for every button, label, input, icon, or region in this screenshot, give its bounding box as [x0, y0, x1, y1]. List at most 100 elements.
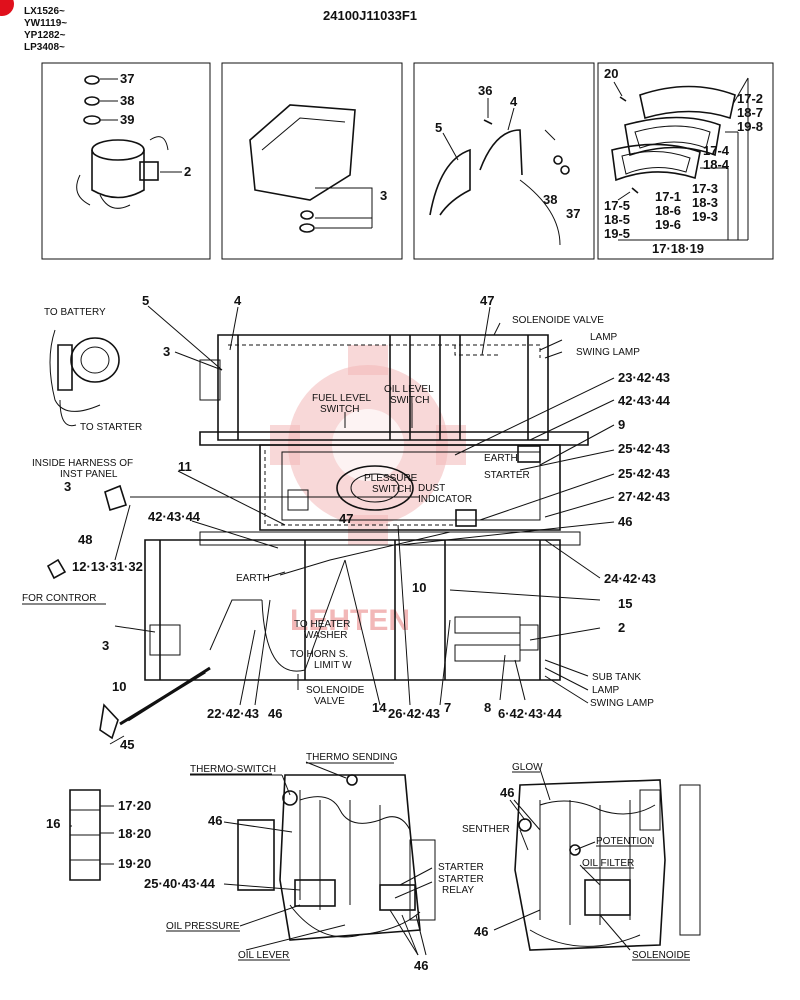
label-8: 8 [484, 700, 491, 715]
to-horn-label-2: LIMIT W [314, 660, 352, 671]
oil-lever-label: OIL LEVER [238, 950, 289, 961]
label-39-p1: 39 [120, 112, 134, 127]
plessure-switch-label-1: PLESSURE [364, 473, 418, 484]
label-10a-main: 10 [412, 580, 426, 595]
engine-right-drawing [514, 779, 701, 951]
glow-label: GLOW [512, 762, 543, 773]
label-42-43-44a: 42·43·44 [618, 393, 671, 408]
label-3b-main: 3 [64, 479, 71, 494]
to-starter-label: TO STARTER [80, 422, 142, 433]
label-4-p3: 4 [510, 94, 518, 109]
label-10b-main: 10 [112, 679, 126, 694]
label-23-42-43: 23·42·43 [618, 370, 670, 385]
panel-4-frame [597, 62, 774, 260]
label-4-main: 4 [234, 293, 242, 308]
label-19-3: 19-3 [692, 209, 718, 224]
fuel-level-switch-label-1: FUEL LEVEL [312, 393, 372, 404]
starter-label: STARTER [438, 862, 484, 873]
label-46-bottom-a: 46 [208, 813, 222, 828]
sub-tank-label: SUB TANK [592, 672, 641, 683]
label-38-p3: 38 [543, 192, 557, 207]
label-3a-main: 3 [163, 344, 170, 359]
senther-label: SENTHER [462, 824, 510, 835]
label-47b-main: 47 [339, 511, 353, 526]
potention-label: POTENTION [596, 836, 654, 847]
label-46-bottom-d: 46 [474, 924, 488, 939]
label-25-42-43a: 25·42·43 [618, 441, 670, 456]
solenoide-valve-bottom-label-1: SOLENOIDE [306, 685, 365, 696]
model-4: LP3408~ [24, 42, 65, 53]
label-17-4: 17-4 [703, 143, 730, 158]
part-number: 24100J11033F1 [323, 8, 417, 23]
to-horn-label-1: TO HORN S. [290, 649, 348, 660]
label-16: 16 [46, 816, 60, 831]
panel-1-frame [41, 62, 211, 260]
battery-relay-drawing [49, 329, 120, 427]
label-18-3: 18-3 [692, 195, 718, 210]
solenoide-valve-top-label: SOLENOIDE VALVE [512, 315, 604, 326]
label-25-40-43-44: 25·40·43·44 [144, 876, 216, 891]
label-15: 15 [618, 596, 632, 611]
dust-indicator-label-2: INDICATOR [418, 494, 472, 505]
lamp-exploded-drawing [611, 85, 736, 194]
label-46b-main: 46 [268, 706, 282, 721]
label-2-p1: 2 [184, 164, 191, 179]
starter-relay-label-2: RELAY [442, 885, 474, 896]
inst-panel-label: INST PANEL [60, 469, 118, 480]
label-37-p1: 37 [120, 71, 134, 86]
thermo-switch-label: THERMO-SWITCH [190, 764, 276, 775]
label-5-p3: 5 [435, 120, 442, 135]
label-17-3: 17-3 [692, 181, 718, 196]
lamp-bottom-label: LAMP [592, 685, 620, 696]
corner-mark [0, 0, 14, 16]
harness-clip-16-drawing [69, 789, 101, 881]
label-45: 45 [120, 737, 134, 752]
label-19-5: 19-5 [604, 226, 630, 241]
for-contror-label: FOR CONTROR [22, 593, 96, 604]
label-18-7: 18-7 [737, 105, 763, 120]
oil-level-switch-label-2: SWITCH [390, 395, 429, 406]
label-5-main: 5 [142, 293, 149, 308]
oil-filter-label: OIL FILTER [582, 858, 634, 869]
label-19-8: 19-8 [737, 119, 763, 134]
label-18-5: 18-5 [604, 212, 630, 227]
label-3c-main: 3 [102, 638, 109, 653]
starter-relay-label-1: STARTER [438, 874, 484, 885]
swing-lamp-top-label: SWING LAMP [576, 347, 640, 358]
label-17-5: 17-5 [604, 198, 630, 213]
label-48: 48 [78, 532, 92, 547]
switch-45-drawing [99, 703, 119, 740]
to-heater-label-2: WASHER [304, 630, 348, 641]
plessure-switch-label-2: SWITCH [372, 484, 411, 495]
label-18-6: 18-6 [655, 203, 681, 218]
label-18-4: 18-4 [703, 157, 730, 172]
label-26-42-43: 26·42·43 [388, 706, 440, 721]
label-18-20: 18·20 [118, 826, 151, 841]
label-6-42-43-44: 6·42·43·44 [498, 706, 562, 721]
panel-2-frame [221, 62, 403, 260]
label-25-42-43b: 25·42·43 [618, 466, 670, 481]
model-3: YP1282~ [24, 30, 66, 41]
earth-right-label: EARTH [484, 453, 518, 464]
to-battery-label: TO BATTERY [44, 307, 106, 318]
label-22-42-43: 22·42·43 [207, 706, 259, 721]
connector-48-drawing [46, 558, 67, 580]
fuel-level-switch-label-2: SWITCH [320, 404, 359, 415]
dust-indicator-label-1: DUST [418, 483, 445, 494]
label-47a-main: 47 [480, 293, 494, 308]
panel-3-frame [413, 62, 595, 260]
label-2-main: 2 [618, 620, 625, 635]
solenoide-label: SOLENOIDE [632, 950, 691, 961]
inside-harness-label: INSIDE HARNESS OF [32, 458, 133, 469]
label-3-p2: 3 [380, 188, 387, 203]
oil-pressure-label: OIL PRESSURE [166, 921, 240, 932]
swing-lamp-bottom-label: SWING LAMP [590, 698, 654, 709]
label-20-p4: 20 [604, 66, 618, 81]
machine-frame-drawing [144, 334, 589, 681]
bracket-drawing [429, 119, 570, 246]
label-46-bottom-c: 46 [500, 785, 514, 800]
starter-right-label: STARTER [484, 470, 530, 481]
to-heater-label-1: TO HEATER [294, 619, 350, 630]
